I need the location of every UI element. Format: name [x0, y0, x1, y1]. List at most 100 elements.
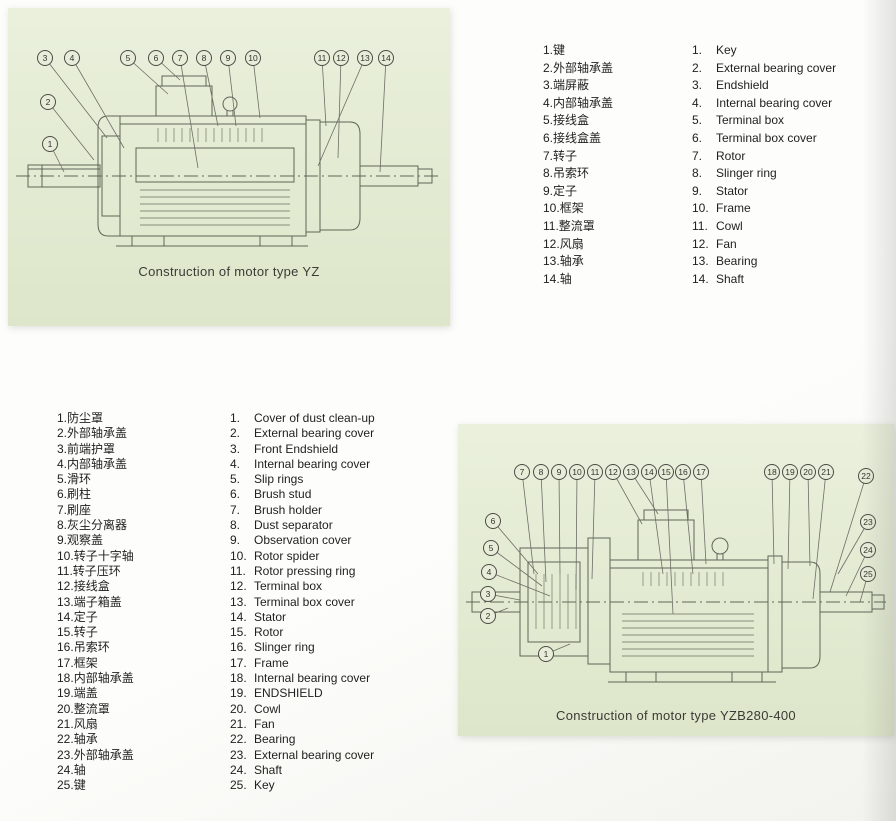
item-number: 10.: [230, 548, 247, 563]
parts-list-item: 6.接线盒盖: [543, 130, 613, 148]
item-label: Dust separator: [254, 518, 333, 533]
parts-list-item: 3.Endshield: [692, 77, 836, 95]
parts-list-item: 11. Rotor pressing ring: [230, 564, 375, 579]
callout-balloon: [538, 646, 554, 662]
parts-list-item: 7.Brush holder: [230, 503, 375, 518]
parts-list-item: 5.滑环: [57, 472, 134, 487]
callout-leader-line: [379, 57, 387, 173]
callout-leader-line: [252, 57, 261, 119]
callout-number: 11: [318, 53, 327, 63]
callout-balloon: [675, 464, 691, 480]
parts-list-item: 5.Terminal box: [692, 112, 836, 130]
parts-list-item: 14.轴: [543, 271, 613, 289]
item-number: 9.: [57, 533, 68, 548]
callout-number: 8: [539, 467, 544, 477]
callout-balloon: [37, 50, 53, 66]
item-label: Frame: [716, 201, 751, 216]
item-number: 11.: [543, 218, 559, 233]
parts-list-item: 4.Internal bearing cover: [692, 95, 836, 113]
parts-list-item: 18.内部轴承盖: [57, 671, 134, 686]
callout-balloon: [533, 464, 549, 480]
parts-list-item: 7.刷座: [57, 503, 134, 518]
parts-list-item: 12.Fan: [692, 236, 836, 254]
callout-number: 8: [202, 53, 207, 63]
item-number: 14.: [543, 271, 560, 286]
callout-leader-line: [490, 547, 543, 587]
item-label: 转子: [553, 148, 578, 163]
callout-number: 11: [591, 467, 600, 477]
parts-list-item: 14.定子: [57, 610, 134, 625]
item-number: 16.: [230, 640, 247, 655]
parts-list-item: 13.Terminal box cover: [230, 595, 375, 610]
item-number: 5.: [692, 113, 703, 128]
parts-list-item: 1.Key: [692, 42, 836, 60]
callout-leader-line: [521, 471, 535, 575]
parts-list-item: 10.Rotor spider: [230, 549, 375, 564]
item-number: 15.: [230, 625, 247, 640]
item-label: 定子: [553, 183, 578, 198]
item-number: 9.: [230, 533, 241, 548]
callout-balloon: [658, 464, 674, 480]
callout-balloon: [481, 564, 497, 580]
item-label: Slip rings: [254, 472, 304, 487]
item-label: Cowl: [716, 218, 743, 233]
item-label: 键: [73, 778, 86, 793]
item-number: 4.: [692, 95, 703, 110]
parts-list-item: 19.端盖: [57, 686, 134, 701]
callout-balloon: [483, 540, 499, 556]
item-label: 接线盒: [553, 113, 590, 128]
item-number: 3.: [57, 441, 68, 456]
callout-leader-line: [227, 57, 237, 127]
item-label: 内部轴承盖: [67, 456, 128, 471]
parts-list-item: 22.轴承: [57, 732, 134, 747]
callout-leader-line: [317, 57, 366, 167]
callout-number: 14: [644, 467, 654, 477]
callout-balloon: [764, 464, 780, 480]
item-label: Cover of dust clean-up: [254, 411, 375, 425]
callout-balloon: [623, 464, 639, 480]
callout-number: 2: [46, 97, 51, 107]
callout-number: 20: [803, 467, 813, 477]
item-number: 8.: [57, 518, 68, 533]
stator-hatch: [157, 128, 263, 142]
callout-balloon: [120, 50, 136, 66]
parts-list-item: 1.键: [543, 42, 613, 60]
item-label: 接线盒: [73, 579, 110, 594]
callout-balloon: [480, 608, 496, 624]
parts-list-item: 21.Fan: [230, 717, 375, 732]
callout-leader-line: [492, 520, 539, 575]
parts-list-item: 6.Brush stud: [230, 487, 375, 502]
item-number: 1.: [692, 43, 703, 57]
parts-list-item: 2.外部轴承盖: [543, 60, 613, 78]
item-number: 10.: [543, 201, 560, 216]
item-label: 轴: [559, 271, 572, 286]
item-label: Bearing: [254, 732, 296, 747]
stator-hatch-yzb: [642, 572, 724, 586]
item-number: 22.: [230, 732, 247, 747]
item-label: Terminal box cover: [716, 130, 817, 145]
callout-number: 25: [863, 569, 873, 579]
item-number: 23.: [57, 747, 74, 762]
callout-number: 4: [487, 567, 492, 577]
item-label: Shaft: [716, 271, 745, 286]
callout-number: 19: [785, 467, 795, 477]
parts-list-item: 7.转子: [543, 148, 613, 166]
callout-number: 10: [248, 53, 258, 63]
callout-leader-line: [321, 57, 327, 127]
item-number: 8.: [230, 518, 241, 533]
parts-list-item: 16.Slinger ring: [230, 640, 375, 655]
item-number: 22.: [57, 732, 74, 747]
callout-balloon: [605, 464, 621, 480]
parts-list-item: 1.防尘罩: [57, 411, 134, 426]
item-label: Rotor pressing ring: [254, 563, 356, 578]
parts-list-item: 12.Terminal box: [230, 579, 375, 594]
item-number: 1.: [57, 411, 68, 425]
callout-balloon: [148, 50, 164, 66]
item-label: 外部轴承盖: [73, 747, 134, 762]
item-number: 11.: [230, 563, 246, 578]
item-label: 轴承: [73, 732, 98, 747]
callout-balloon: [40, 94, 56, 110]
